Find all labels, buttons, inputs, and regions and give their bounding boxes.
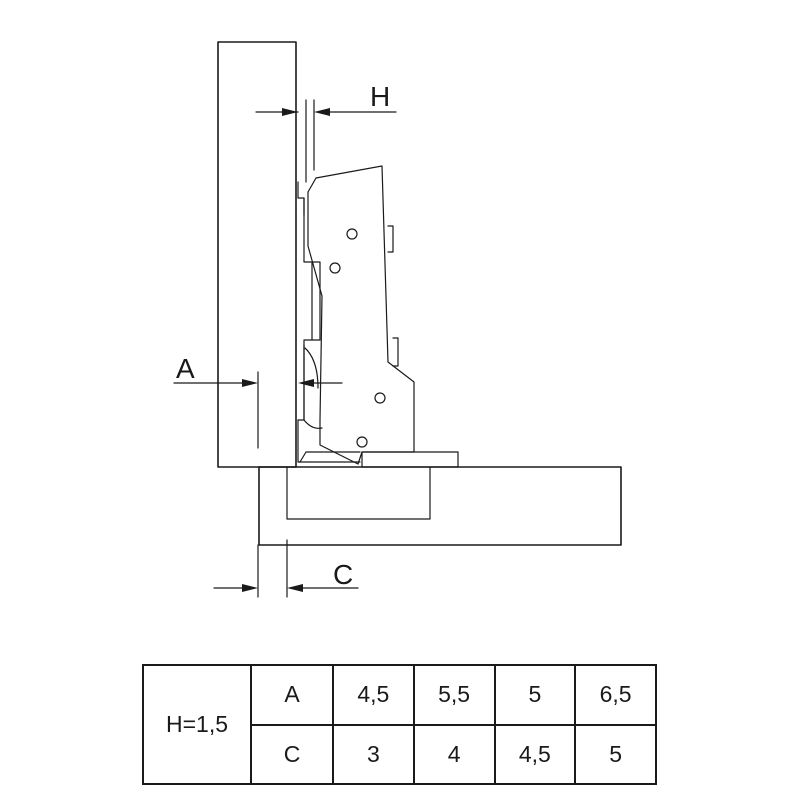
dimension-table: H=1,5 A 4,5 5,5 5 6,5 C 3 4 4,5 5 — [142, 664, 657, 785]
dimension-label-c: C — [333, 559, 353, 590]
table-cell: 4,5 — [493, 723, 577, 785]
hinge-pivot — [374, 392, 386, 404]
hinge-cup — [286, 466, 431, 520]
table-row: C 3 4 4,5 5 — [143, 723, 657, 785]
dimension-h — [255, 99, 397, 183]
dimension-arrowheads — [242, 108, 330, 592]
row-key-a: A — [250, 664, 334, 726]
h-value-cell: H=1,5 — [142, 664, 252, 785]
door-panel — [258, 466, 622, 546]
table-cell: 3 — [332, 723, 415, 785]
hinge-pivot — [329, 262, 341, 274]
row-key-c: C — [250, 723, 334, 785]
table-cell: 5 — [493, 664, 577, 726]
mounting-plate — [297, 181, 361, 463]
hinge-pivot — [346, 228, 358, 240]
table-cell: 6,5 — [574, 664, 657, 726]
cabinet-side-panel — [217, 41, 297, 468]
table-row: H=1,5 A 4,5 5,5 5 6,5 — [142, 664, 657, 785]
table-cell: 5 — [574, 723, 657, 785]
dimension-a — [173, 371, 343, 449]
hinge-pivot — [356, 436, 368, 448]
table-cell: 4,5 — [332, 664, 415, 726]
table-cell: 4 — [412, 723, 496, 785]
dimension-label-h: H — [370, 81, 390, 112]
hinge-arm — [299, 165, 459, 468]
hinge-diagram: H A C — [173, 41, 622, 598]
dimension-label-a: A — [176, 353, 195, 384]
table-cell: 5,5 — [412, 664, 496, 726]
